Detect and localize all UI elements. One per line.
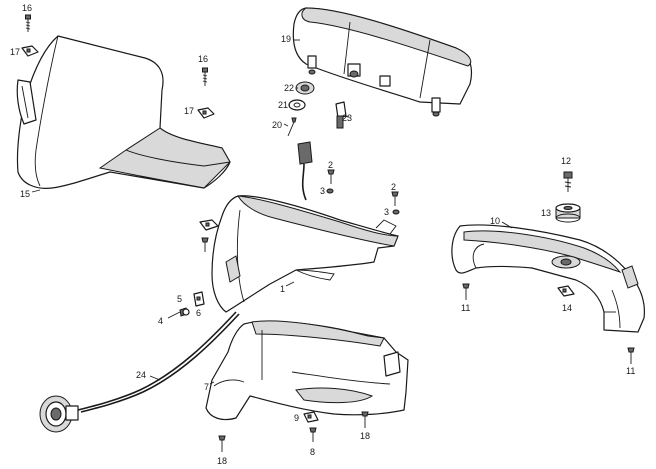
callout-6: 6	[196, 308, 201, 318]
screw-8	[309, 427, 317, 442]
washer-21	[288, 99, 306, 111]
callout-17: 17	[10, 47, 20, 57]
callout-7: 7	[204, 382, 209, 392]
instrument-cluster-part-19	[292, 7, 473, 117]
clip-6	[193, 291, 205, 307]
callout-labels: 16 17 15 16 17 19 22 21 20 23 2 3 2 3 1 …	[10, 3, 635, 466]
screw-2-b	[391, 191, 399, 206]
callout-21: 21	[278, 100, 288, 110]
callout-18: 18	[217, 456, 227, 466]
callout-1: 1	[280, 284, 285, 294]
callout-22: 22	[284, 83, 294, 93]
callout-15: 15	[20, 189, 30, 199]
callout-17: 17	[184, 106, 194, 116]
leader-lines	[31, 39, 513, 385]
clip-9	[303, 411, 319, 423]
washer-5	[182, 308, 190, 316]
callout-16: 16	[198, 54, 208, 64]
nut-3-b	[392, 209, 400, 215]
screw-near-part-1	[201, 237, 209, 252]
clip-17-left	[21, 45, 39, 57]
callout-18: 18	[360, 431, 370, 441]
nut-3-a	[326, 188, 334, 194]
callout-2: 2	[328, 160, 333, 170]
wiring-connector	[297, 141, 313, 201]
screw-11-right	[627, 347, 635, 364]
callout-14: 14	[562, 303, 572, 313]
callout-12: 12	[561, 156, 571, 166]
callout-19: 19	[281, 34, 291, 44]
rear-handlebar-cover-part-10	[451, 224, 645, 333]
callout-10: 10	[490, 216, 500, 226]
screw-11-left	[462, 283, 470, 300]
callout-5: 5	[177, 294, 182, 304]
grommet-22	[295, 81, 315, 95]
screw-12	[563, 171, 573, 192]
clip-near-part-1	[199, 219, 219, 231]
handlebar-cover-lower-part-7	[205, 320, 409, 421]
bulb-holder-23	[335, 101, 347, 129]
callout-11: 11	[461, 303, 470, 313]
screw-16-left	[25, 14, 31, 32]
clip-17-right	[197, 107, 215, 119]
screw-18-left	[218, 435, 226, 452]
callout-2: 2	[391, 182, 396, 192]
callout-16: 16	[22, 3, 32, 13]
speedometer-cable-24	[39, 311, 240, 433]
screw-18-right	[361, 411, 369, 428]
callout-3: 3	[384, 207, 389, 217]
screw-16-right	[202, 67, 208, 86]
spacer-13	[555, 203, 581, 223]
callout-23: 23	[342, 113, 352, 123]
callout-9: 9	[294, 413, 299, 423]
callout-4: 4	[158, 316, 163, 326]
front-shield-part-15	[16, 35, 231, 189]
clip-14	[557, 285, 575, 297]
callout-13: 13	[541, 208, 551, 218]
screw-2-a	[327, 169, 335, 184]
callout-20: 20	[272, 120, 282, 130]
callout-24: 24	[136, 370, 146, 380]
callout-8: 8	[310, 447, 315, 457]
handlebar-cover-upper-part-1	[211, 195, 399, 313]
screw-20	[287, 117, 297, 137]
callout-3: 3	[320, 186, 325, 196]
callout-11: 11	[626, 366, 635, 376]
